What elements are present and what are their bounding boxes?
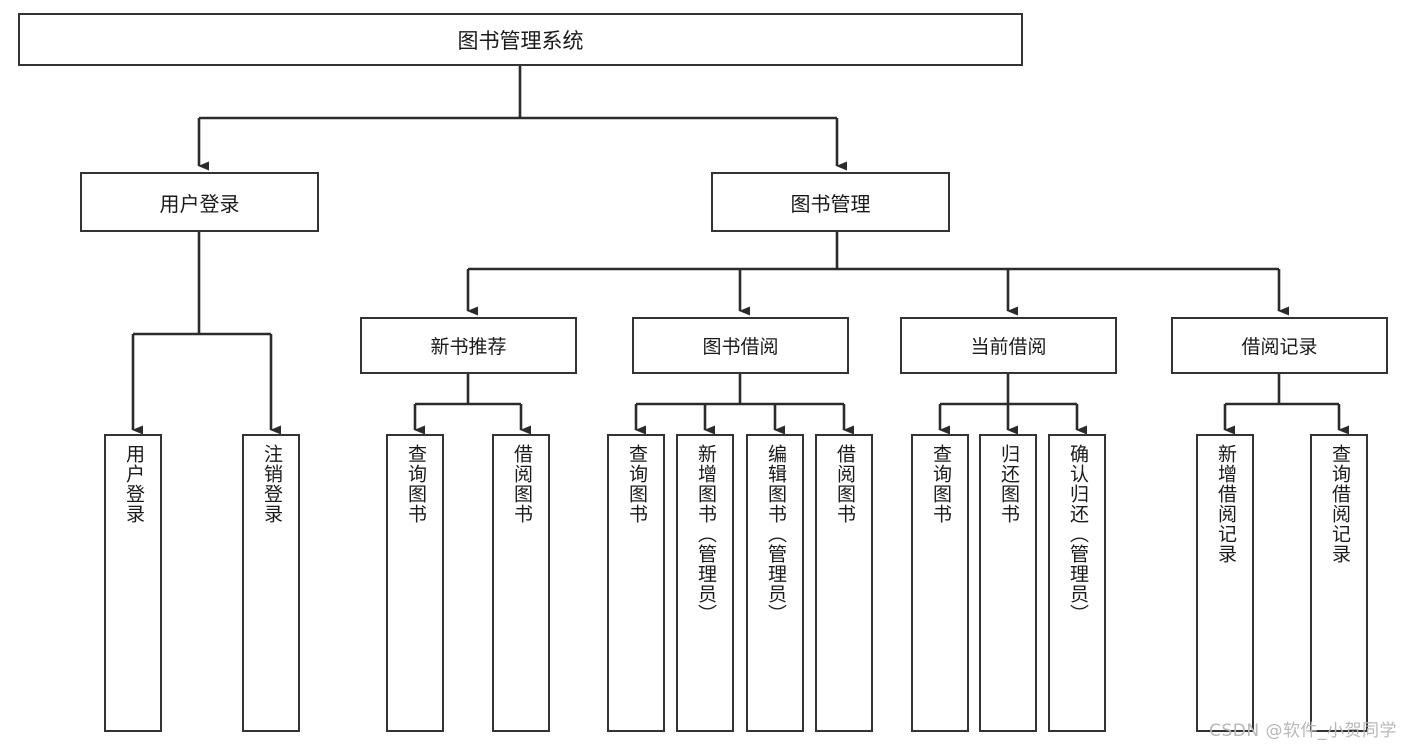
- node-leaf-borrow-book-1-label: 借阅图书: [510, 444, 533, 524]
- csdn-watermark: CSDN @软件_小贺同学: [1209, 721, 1397, 741]
- node-leaf-confirm-return-admin-label: 确认归还（管理员）: [1066, 444, 1089, 624]
- node-borrow-record[interactable]: 借阅记录: [1171, 317, 1388, 374]
- node-current-borrow[interactable]: 当前借阅: [900, 317, 1117, 374]
- node-leaf-query-borrow-record[interactable]: 查询借阅记录: [1310, 434, 1368, 732]
- node-leaf-edit-book-admin[interactable]: 编辑图书（管理员）: [746, 434, 804, 732]
- node-current-borrow-label: 当前借阅: [970, 336, 1047, 358]
- node-new-book-recommend-label: 新书推荐: [430, 336, 507, 358]
- node-root-system[interactable]: 图书管理系统: [18, 13, 1023, 66]
- node-leaf-query-book-1-label: 查询图书: [404, 444, 427, 524]
- node-borrow-record-label: 借阅记录: [1241, 336, 1318, 358]
- node-leaf-logout-login[interactable]: 注销登录: [242, 434, 300, 732]
- node-leaf-logout-login-label: 注销登录: [260, 444, 283, 524]
- node-root-system-label: 图书管理系统: [457, 28, 584, 53]
- node-leaf-return-book-label: 归还图书: [997, 444, 1020, 524]
- node-leaf-borrow-book-2[interactable]: 借阅图书: [815, 434, 873, 732]
- node-new-book-recommend[interactable]: 新书推荐: [360, 317, 577, 374]
- node-leaf-add-book-admin[interactable]: 新增图书（管理员）: [676, 434, 734, 732]
- node-leaf-query-book-1[interactable]: 查询图书: [386, 434, 444, 732]
- node-leaf-user-login[interactable]: 用户登录: [104, 434, 162, 732]
- node-leaf-edit-book-admin-label: 编辑图书（管理员）: [764, 444, 787, 624]
- node-book-borrow[interactable]: 图书借阅: [632, 317, 849, 374]
- node-leaf-add-borrow-record[interactable]: 新增借阅记录: [1196, 434, 1254, 732]
- node-leaf-query-book-3[interactable]: 查询图书: [911, 434, 969, 732]
- node-book-manage-label: 图书管理: [790, 191, 871, 216]
- node-leaf-user-login-label: 用户登录: [122, 444, 145, 524]
- node-leaf-borrow-book-1[interactable]: 借阅图书: [492, 434, 550, 732]
- node-user-login[interactable]: 用户登录: [80, 172, 319, 232]
- node-leaf-query-borrow-record-label: 查询借阅记录: [1328, 444, 1351, 564]
- node-leaf-query-book-2[interactable]: 查询图书: [607, 434, 665, 732]
- node-book-manage[interactable]: 图书管理: [711, 172, 950, 232]
- node-leaf-query-book-3-label: 查询图书: [929, 444, 952, 524]
- node-leaf-add-book-admin-label: 新增图书（管理员）: [694, 444, 717, 624]
- node-leaf-confirm-return-admin[interactable]: 确认归还（管理员）: [1048, 434, 1106, 732]
- node-leaf-borrow-book-2-label: 借阅图书: [833, 444, 856, 524]
- node-leaf-return-book[interactable]: 归还图书: [979, 434, 1037, 732]
- node-leaf-query-book-2-label: 查询图书: [625, 444, 648, 524]
- node-user-login-label: 用户登录: [159, 191, 240, 216]
- node-book-borrow-label: 图书借阅: [702, 336, 779, 358]
- node-leaf-add-borrow-record-label: 新增借阅记录: [1214, 444, 1237, 564]
